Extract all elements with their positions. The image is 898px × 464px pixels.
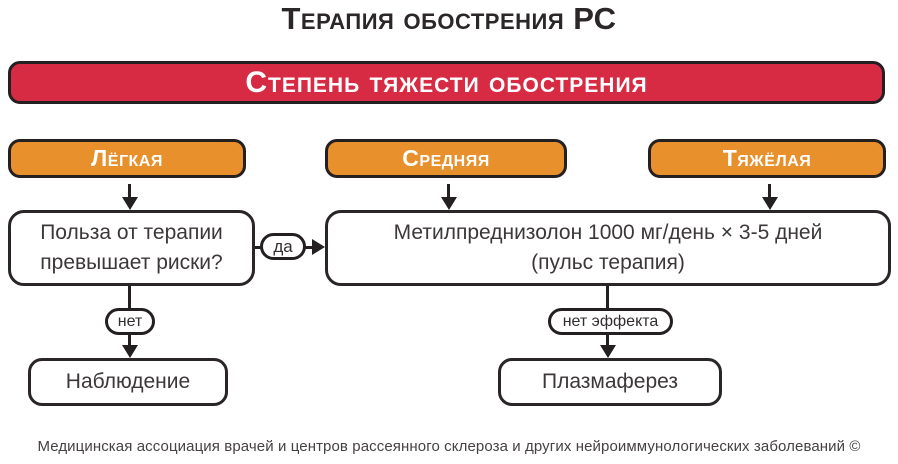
- severity-box-severe: Тяжёлая: [648, 139, 886, 178]
- connector-no-arrowhead-icon: [122, 345, 138, 358]
- connector-noeffect-line-top: [606, 286, 609, 310]
- pulse-therapy-box: Метилпреднизолон 1000 мг/день × 3-5 дней…: [325, 210, 891, 286]
- no-pill-label: нет: [117, 312, 143, 330]
- no-effect-pill-label: нет эффекта: [562, 312, 659, 330]
- benefit-question-line2: превышает риски?: [40, 251, 223, 274]
- severity-banner: Степень тяжести обострения: [8, 61, 885, 104]
- connector-no-line-bottom: [128, 334, 131, 346]
- severity-box-light: Лёгкая: [8, 139, 246, 178]
- connector-yes-arrowhead-icon: [312, 239, 325, 255]
- connector-moderate-arrowhead-icon: [441, 197, 457, 210]
- severity-box-moderate: Средняя: [325, 139, 567, 178]
- connector-severe-line: [768, 184, 771, 198]
- observation-label: Наблюдение: [65, 370, 191, 393]
- pulse-therapy-line2: (пульс терапия): [531, 251, 685, 274]
- connector-no-line-top: [128, 286, 131, 310]
- footer-credit: Медицинская ассоциация врачей и центров …: [37, 438, 861, 455]
- severity-banner-label: Степень тяжести обострения: [245, 65, 648, 99]
- observation-box: Наблюдение: [28, 358, 228, 406]
- connector-light-line: [128, 184, 131, 198]
- severity-box-severe-label: Тяжёлая: [722, 145, 812, 171]
- severity-box-moderate-label: Средняя: [402, 145, 490, 171]
- benefit-question-line1: Польза от терапии: [40, 221, 223, 244]
- plasmapheresis-label: Плазмаферез: [541, 370, 679, 393]
- connector-moderate-line: [447, 184, 450, 198]
- connector-light-arrowhead-icon: [122, 197, 138, 210]
- diagram-title: Терапия обострения РС: [281, 1, 617, 36]
- plasmapheresis-box: Плазмаферез: [498, 358, 722, 406]
- yes-pill-label: да: [273, 236, 293, 256]
- no-pill: нет: [105, 308, 155, 335]
- yes-pill: да: [260, 233, 306, 260]
- pulse-therapy-line1: Метилпреднизолон 1000 мг/день × 3-5 дней: [393, 221, 823, 244]
- benefit-question-box: Польза от терапии превышает риски?: [8, 210, 255, 286]
- no-effect-pill: нет эффекта: [548, 308, 673, 335]
- severity-box-light-label: Лёгкая: [91, 145, 163, 171]
- connector-noeffect-arrowhead-icon: [600, 345, 616, 358]
- connector-noeffect-line-bottom: [606, 334, 609, 346]
- connector-severe-arrowhead-icon: [762, 197, 778, 210]
